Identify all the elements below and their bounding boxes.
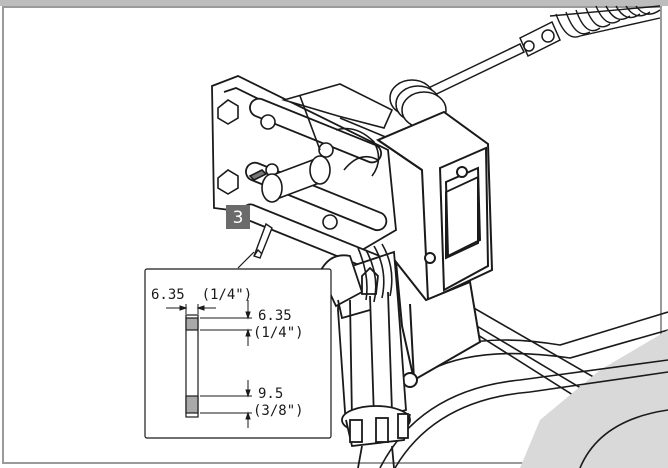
torsion-shaft <box>418 20 561 101</box>
illustration-frame <box>2 6 662 464</box>
dim-width-label: 6.35 (1/4") <box>151 287 252 303</box>
key-segment-bottom <box>185 395 199 414</box>
dim-height-1-mm: 6.35 <box>258 308 292 324</box>
output-shaft <box>248 155 331 203</box>
key-segment-top <box>185 317 199 331</box>
cable-drum <box>389 79 447 129</box>
dim-height-2-mm: 9.5 <box>258 386 283 402</box>
wire-harness <box>357 243 393 303</box>
bracket-bolts <box>217 99 338 230</box>
key-part <box>253 222 273 259</box>
step-badge-bg <box>226 205 250 229</box>
leader-line <box>237 251 255 269</box>
step-badge-number: 3 <box>233 208 244 228</box>
torsion-spring <box>549 5 661 38</box>
motor-cylinder <box>318 250 411 468</box>
motor-housing <box>375 110 494 388</box>
dimension-lines <box>166 300 252 428</box>
dim-height-1-in: (1/4") <box>253 325 304 341</box>
key-profile <box>185 314 199 418</box>
dim-height-2-in: (3/8") <box>253 403 304 419</box>
top-band <box>0 0 668 6</box>
